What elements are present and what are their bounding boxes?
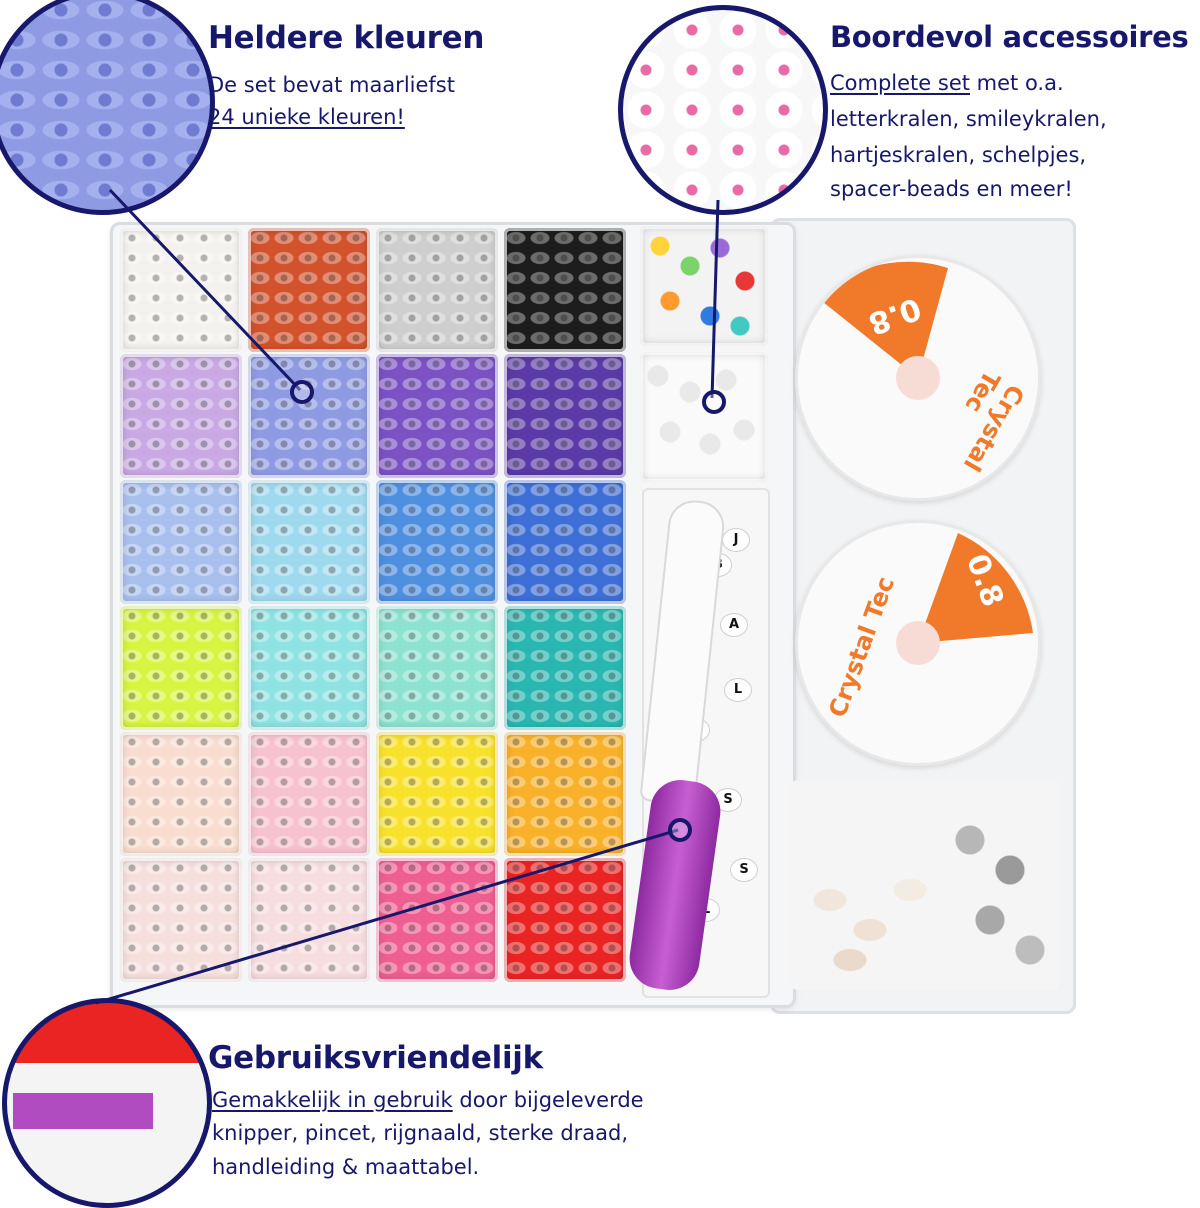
- bead-compartment: [120, 480, 242, 604]
- callout-accessories-line4: spacer-beads en meer!: [830, 177, 1073, 201]
- zoom-circle-blue-beads: [0, 0, 215, 215]
- shells-and-charms: [790, 780, 1060, 990]
- callout-usability-line1: Gemakkelijk in gebruik door bijgeleverde: [212, 1085, 644, 1115]
- bead-compartment: [504, 858, 626, 982]
- spool-wedge-icon: [896, 533, 1033, 665]
- callout-marker-colors: [290, 380, 314, 404]
- smiley-bead-compartment: [640, 226, 768, 346]
- callout-marker-accessories: [702, 390, 726, 414]
- thread-spool-bottom: 0.8 Crystal Tec: [795, 520, 1041, 766]
- bead-compartment: [376, 480, 498, 604]
- callout-colors-title: Heldere kleuren: [208, 20, 485, 56]
- zoom-circle-scissors: [2, 998, 212, 1208]
- bead-compartment: [248, 228, 370, 352]
- bead-compartment: [376, 228, 498, 352]
- letter-bead: J: [722, 528, 750, 552]
- callout-accessories-line1-underlined: Complete set: [830, 71, 970, 95]
- callout-accessories-line1: Complete set met o.a.: [830, 68, 1064, 98]
- callout-accessories-line1-rest: met o.a.: [969, 71, 1064, 95]
- callout-usability-line1-rest: door bijgeleverde: [452, 1088, 644, 1112]
- zoom-circle-smiley-beads: [618, 5, 828, 215]
- bead-compartment: [504, 354, 626, 478]
- bead-compartment: [248, 606, 370, 730]
- callout-usability-title: Gebruiksvriendelijk: [208, 1040, 543, 1076]
- callout-accessories-line3: hartjeskralen, schelpjes,: [830, 143, 1087, 167]
- letter-bead: S: [730, 858, 758, 882]
- letter-bead: L: [724, 678, 752, 702]
- bead-compartment: [120, 858, 242, 982]
- heart-bead-compartment: [640, 352, 768, 482]
- bead-compartment: [248, 858, 370, 982]
- callout-colors-line2: 24 unieke kleuren!: [208, 105, 405, 129]
- spool-wedge-icon: [818, 261, 948, 400]
- bead-compartment: [376, 858, 498, 982]
- thread-spool-top: 0.8 Crystal Tec: [795, 255, 1041, 501]
- bead-compartment: [120, 354, 242, 478]
- callout-colors-line1: De set bevat maarliefst: [208, 73, 455, 97]
- letter-bead: A: [720, 613, 748, 637]
- callout-accessories-line2: letterkralen, smileykralen,: [830, 107, 1107, 131]
- bead-compartment: [248, 354, 370, 478]
- callout-usability-line3: handleiding & maattabel.: [212, 1155, 480, 1179]
- bead-compartment: [504, 480, 626, 604]
- bead-compartment: [120, 732, 242, 856]
- bead-compartment: [376, 354, 498, 478]
- callout-accessories-title: Boordevol accessoires: [830, 20, 1189, 54]
- bead-compartment: [376, 732, 498, 856]
- bead-compartment: [120, 606, 242, 730]
- callout-marker-usability: [668, 818, 692, 842]
- callout-usability-line2: knipper, pincet, rijgnaald, sterke draad…: [212, 1121, 629, 1145]
- bead-compartment: [248, 732, 370, 856]
- bead-compartment: [504, 606, 626, 730]
- bead-compartment: [248, 480, 370, 604]
- bead-compartment: [504, 228, 626, 352]
- callout-usability-line1-underlined: Gemakkelijk in gebruik: [212, 1088, 453, 1112]
- bead-compartment: [376, 606, 498, 730]
- bead-compartment: [120, 228, 242, 352]
- bead-compartment: [504, 732, 626, 856]
